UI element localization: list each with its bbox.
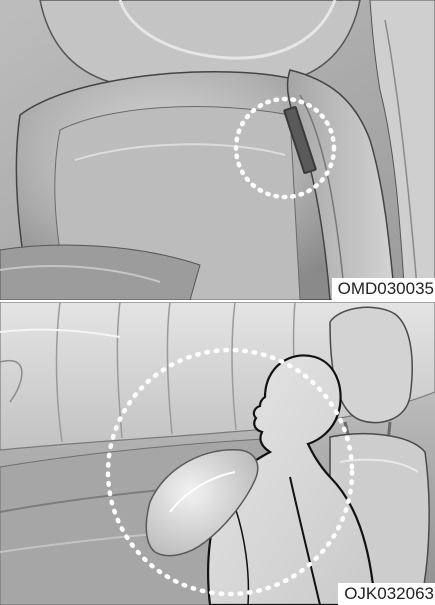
- deployment-illustration: [0, 302, 435, 605]
- seat-illustration: [0, 0, 435, 300]
- side-airbag-deployment-illustration: OJK032063: [0, 302, 435, 605]
- figure-code-label: OJK032063: [338, 583, 435, 605]
- seat-airbag-label-illustration: OMD030035: [0, 0, 435, 300]
- figure-code-label: OMD030035: [332, 278, 435, 300]
